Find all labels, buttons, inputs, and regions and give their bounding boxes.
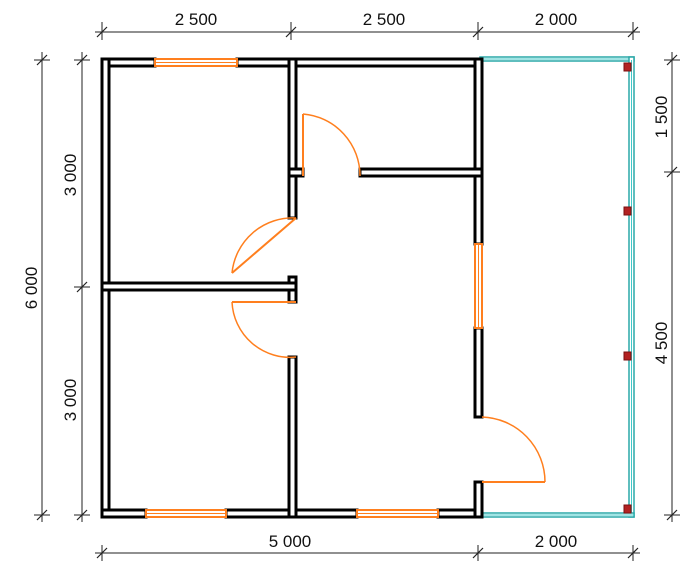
dim-left-total: 6 000 <box>22 267 41 310</box>
walls <box>100 57 484 519</box>
railing-posts <box>623 62 632 514</box>
window-top <box>154 58 238 67</box>
wall-right-upper <box>473 57 484 246</box>
wall-door-jamb <box>287 167 305 178</box>
dimension-bottom: 5 000 2 000 <box>95 532 640 561</box>
dim-top-1: 2 500 <box>175 10 218 29</box>
wall-partition-upper <box>287 57 298 220</box>
dimension-left-outer: 6 000 <box>22 52 50 522</box>
door-terrace <box>481 416 546 483</box>
wall-partition-lower <box>287 355 298 519</box>
window-right <box>474 243 483 329</box>
wall-right-middle <box>473 326 484 419</box>
dim-top-3: 2 000 <box>535 10 578 29</box>
railing-post <box>623 351 632 361</box>
wall-right-lower <box>473 480 484 519</box>
dimension-top: 2 500 2 500 2 000 <box>95 10 640 40</box>
dim-left-lower: 3 000 <box>61 379 80 422</box>
railing-post <box>623 504 632 514</box>
door-upper-right-room <box>302 113 361 177</box>
dim-top-2: 2 500 <box>363 10 406 29</box>
railing-post <box>623 206 632 216</box>
terrace-railing <box>479 56 635 518</box>
wall-top-right <box>235 57 484 68</box>
dim-bottom-2: 2 000 <box>535 532 578 551</box>
windows <box>145 58 483 518</box>
window-bottom-left <box>145 509 227 518</box>
dim-bottom-1: 5 000 <box>269 532 312 551</box>
doors <box>231 113 546 483</box>
door-upper-left-room <box>231 217 297 274</box>
door-lower-left-room <box>231 301 297 359</box>
dimension-right: 1 500 4 500 <box>652 52 680 522</box>
wall-horizontal-middle <box>100 281 298 292</box>
railing-post <box>623 62 632 72</box>
dim-left-upper: 3 000 <box>61 154 80 197</box>
dim-right-lower: 4 500 <box>652 322 671 365</box>
window-bottom-right <box>356 509 439 518</box>
wall-bottom-1 <box>100 508 148 519</box>
dimension-left-inner: 3 000 3 000 <box>61 52 90 522</box>
wall-horizontal-right <box>358 167 484 178</box>
dim-right-upper: 1 500 <box>652 96 671 139</box>
